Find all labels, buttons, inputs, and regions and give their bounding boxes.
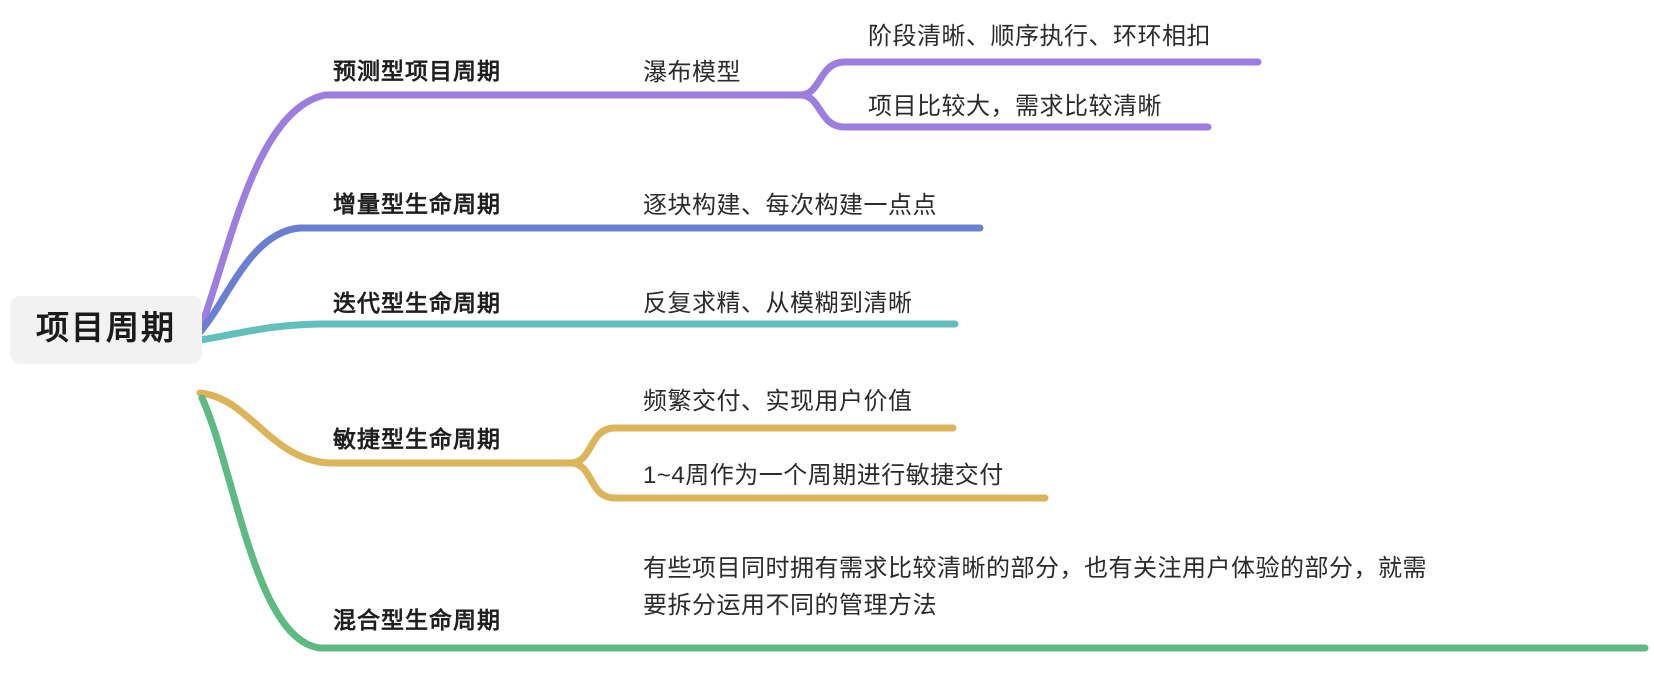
edge-incremental — [196, 224, 984, 336]
edge-hybrid-trunk — [198, 394, 1649, 652]
root-node[interactable]: 项目周期 — [10, 295, 202, 365]
leaf-agile-2[interactable]: 1~4周作为一个周期进行敏捷交付 — [643, 462, 1004, 489]
edge-agile-leaf-2 — [566, 459, 1049, 502]
branch-label-agile[interactable]: 敏捷型生命周期 — [333, 426, 501, 452]
edge-iterative-trunk — [196, 320, 959, 344]
edge-agile-trunk — [196, 389, 574, 467]
mid-label-predictive[interactable]: 瀑布模型 — [643, 59, 741, 86]
edge-incremental-trunk — [196, 224, 984, 336]
edge-hybrid — [198, 394, 1649, 652]
leaf-predictive-2[interactable]: 项目比较大，需求比较清晰 — [868, 93, 1162, 120]
branch-label-incremental[interactable]: 增量型生命周期 — [333, 191, 501, 217]
edge-predictive-trunk — [196, 91, 804, 334]
leaf-agile-1[interactable]: 频繁交付、实现用户价值 — [643, 388, 913, 415]
edge-predictive — [196, 58, 1262, 334]
branch-label-iterative[interactable]: 迭代型生命周期 — [333, 290, 501, 316]
edge-agile — [196, 389, 1049, 502]
edge-predictive-leaf-2 — [796, 91, 1212, 131]
leaf-predictive-1[interactable]: 阶段清晰、顺序执行、环环相扣 — [868, 23, 1211, 50]
mid-label-hybrid[interactable]: 有些项目同时拥有需求比较清晰的部分，也有关注用户体验的部分，就需要拆分运用不同的… — [643, 555, 1427, 620]
branch-label-predictive[interactable]: 预测型项目周期 — [333, 58, 501, 84]
mid-label-iterative[interactable]: 反复求精、从模糊到清晰 — [643, 290, 913, 317]
mid-label-incremental[interactable]: 逐块构建、每次构建一点点 — [643, 192, 937, 219]
edge-iterative — [196, 320, 959, 344]
branch-label-hybrid[interactable]: 混合型生命周期 — [333, 607, 501, 633]
